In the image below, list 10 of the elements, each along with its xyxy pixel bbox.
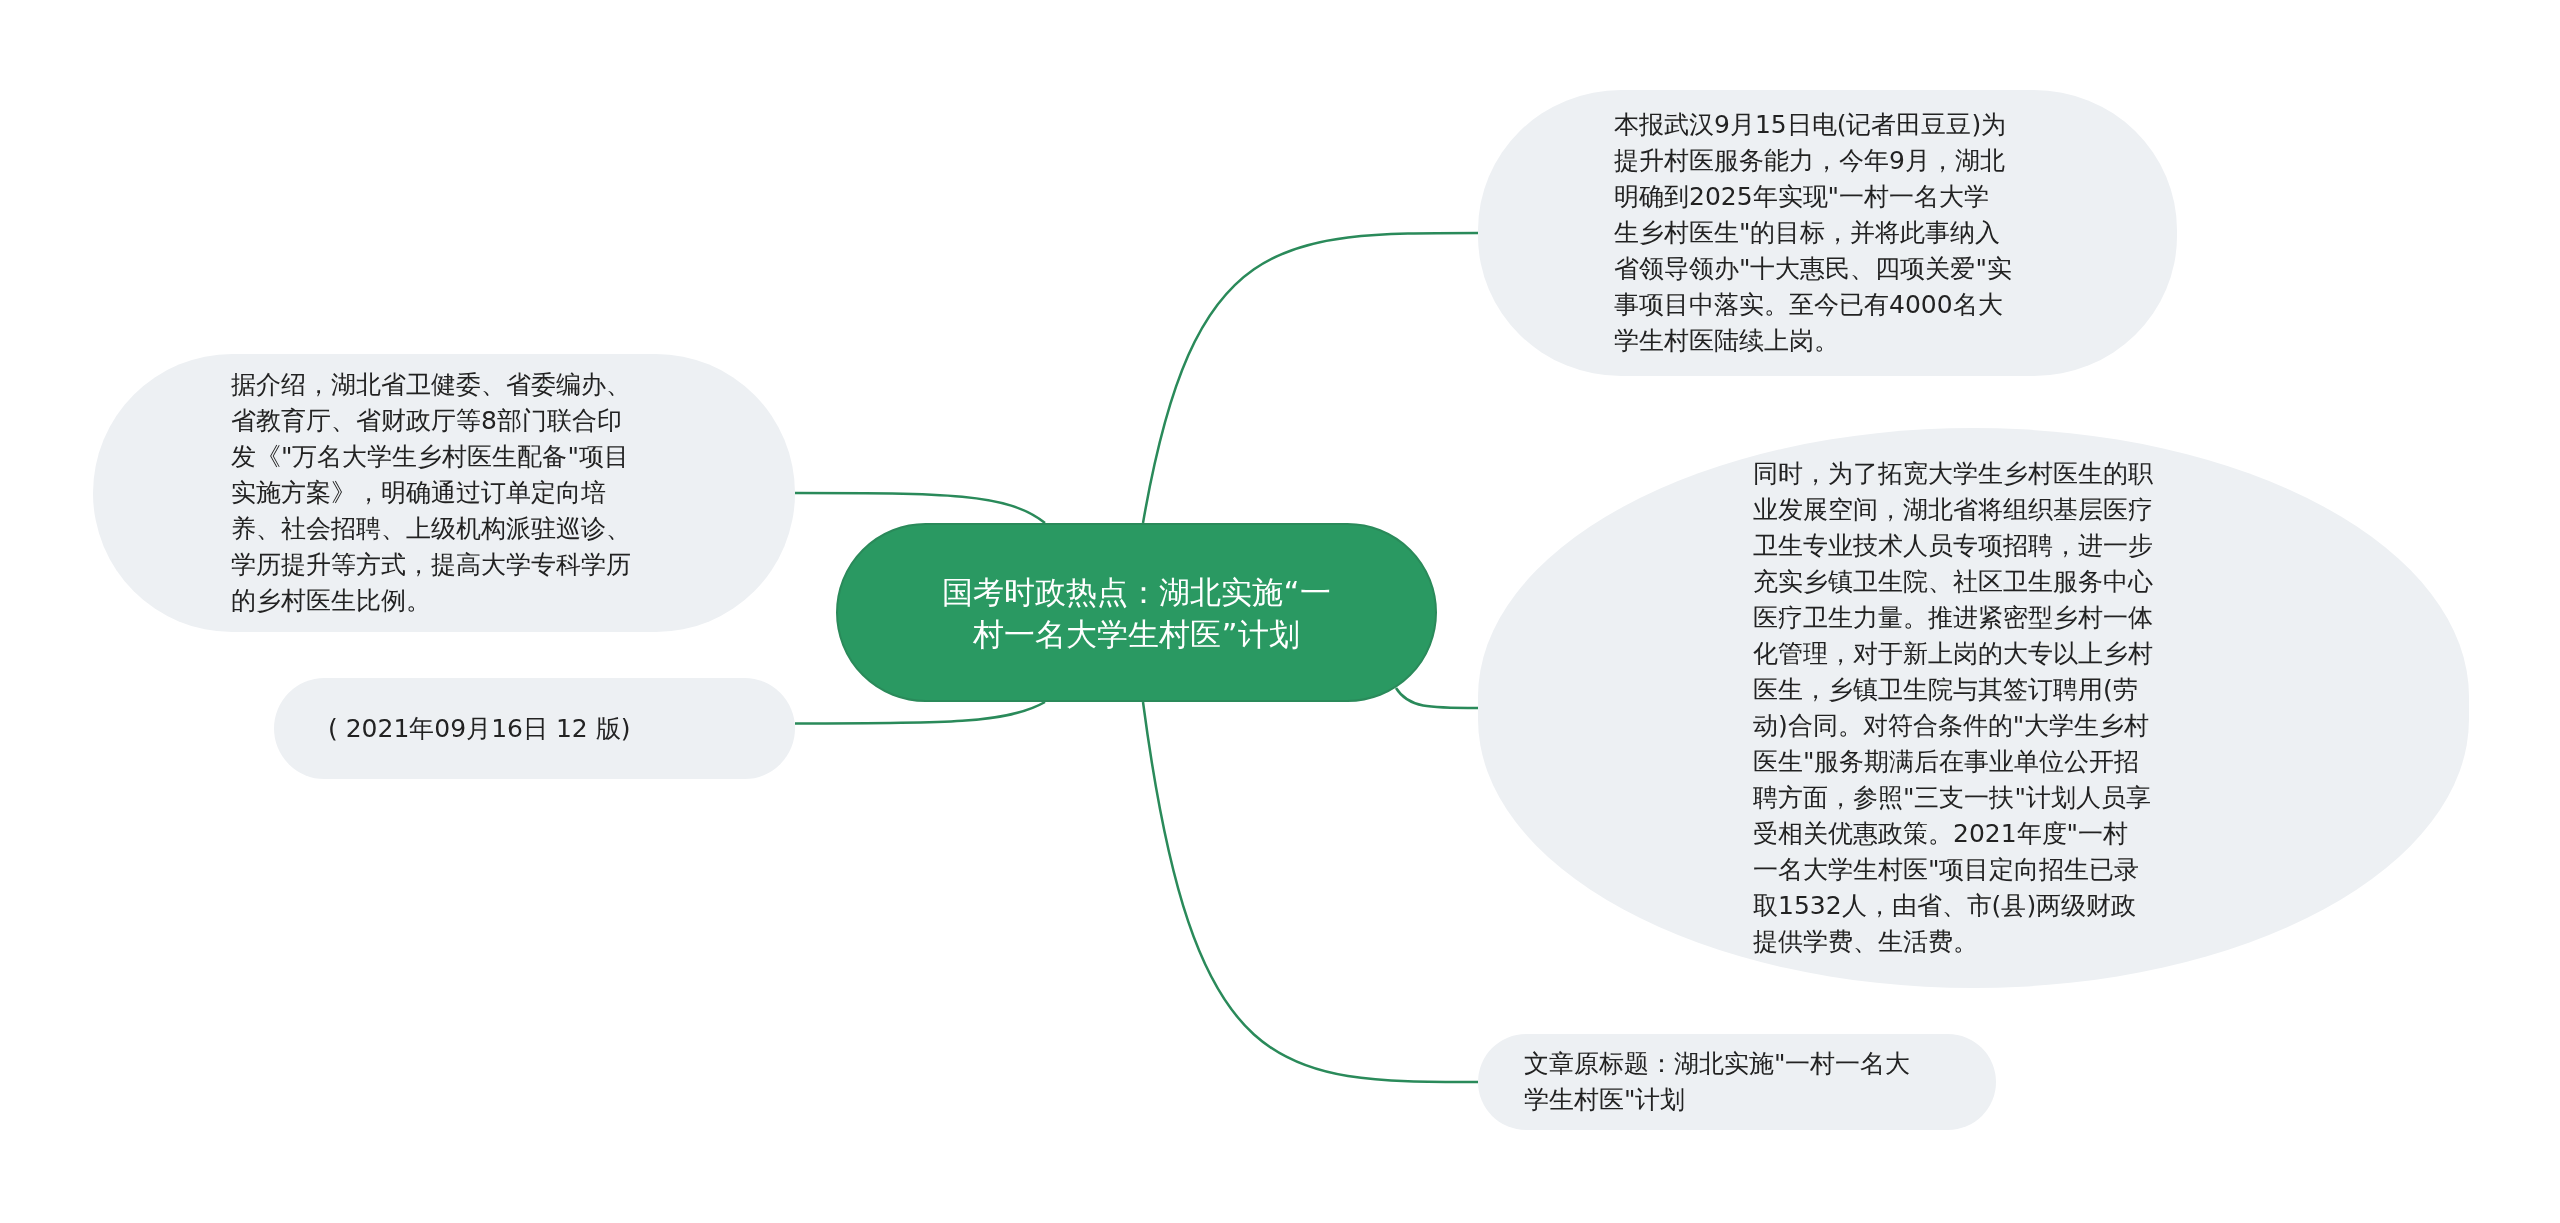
connector-line — [1394, 687, 1478, 710]
node-text: 同时，为了拓宽大学生乡村医生的职业发展空间，湖北省将组织基层医疗卫生专业技术人员专项招聘，进一步充实乡镇卫生院、社区卫生服务中心医疗卫生力量。推进紧密型乡村一体化管理，对于新上岗的大专以上乡村医生，乡镇卫生院与其签订聘用(劳动)合同。对符合条件的"大学生乡村医生"服务期满后在事业单位公开招聘方面，参照"三支一扶"计划人员享受相关优惠政策。2021年度"一村一名大学生村医"项目定向招生已录取1532人，由省、市(县)两级财政提供学费、生活费。 — [1753, 458, 2153, 958]
node-text: 据介绍，湖北省卫健委、省委编办、省教育厅、省财政厅等8部门联合印发《"万名大学生乡村医生配备"项目实施方案》，明确通过订单定向培养、社会招聘、上级机构派驻巡诊、学历提升等方式，提高大学专科学历的乡村医生比例。 — [231, 369, 631, 617]
connector-line — [1141, 231, 1478, 524]
connector-line — [795, 700, 1046, 725]
node-text: ( 2021年09月16日 12 版) — [328, 712, 632, 745]
connector-line — [795, 491, 1046, 525]
node-text: 本报武汉9月15日电(记者田豆豆)为提升村医服务能力，今年9月，湖北明确到2025年实现"一村一名大学生乡村医生"的目标，并将此事纳入省领导领办"十大惠民、四项关爱"实事项目中落实。至今已有4000名大学生村医陆续上岗。 — [1614, 109, 2013, 357]
node-text: 文章原标题：湖北实施"一村一名大学生村医"计划 — [1524, 1048, 1912, 1116]
topic-title: 国考时政热点：湖北实施“一村一名大学生村医”计划 — [941, 572, 1332, 654]
